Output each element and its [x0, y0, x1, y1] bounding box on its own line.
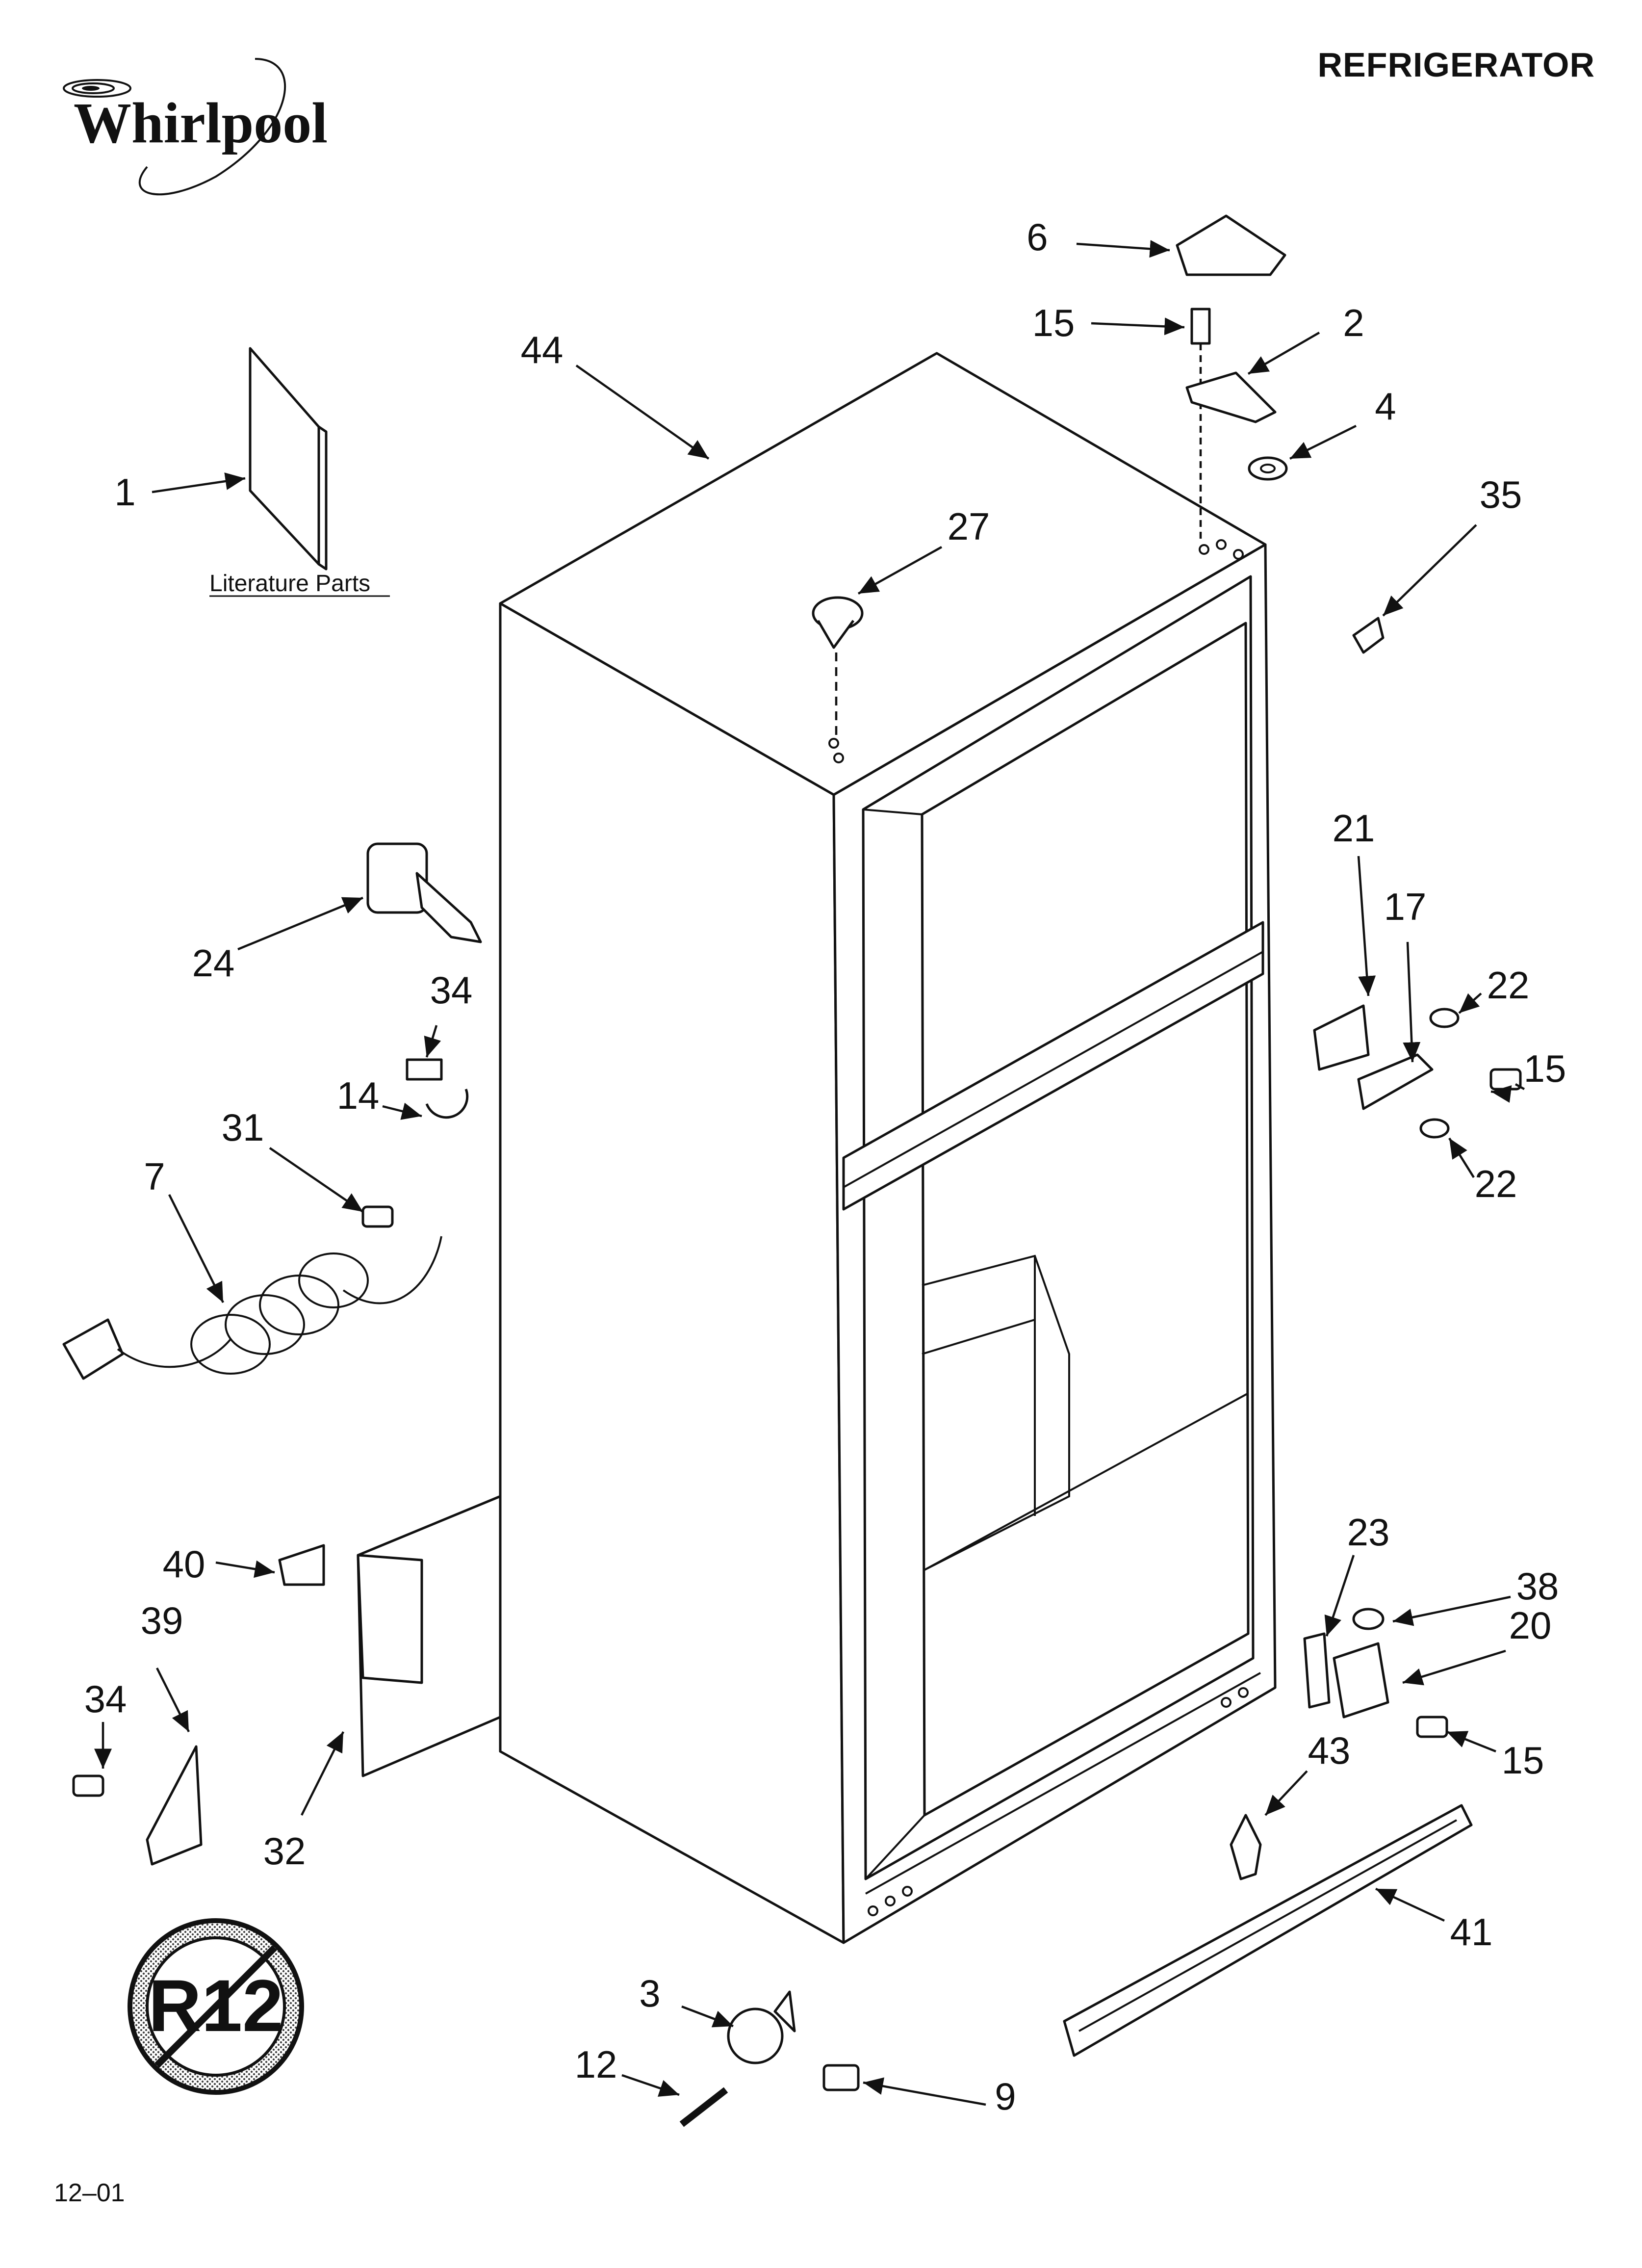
- callout-23: 23: [1347, 1511, 1390, 1554]
- callout-22-upper: 22: [1487, 964, 1530, 1007]
- bottom-hinge-screw: [1416, 1716, 1448, 1738]
- callout-14: 14: [337, 1074, 380, 1117]
- ground-screw: [361, 1205, 394, 1228]
- top-hinge: [1185, 371, 1277, 423]
- callout-38: 38: [1516, 1564, 1559, 1608]
- callout-9: 9: [995, 2075, 1016, 2118]
- whirlpool-logo: Whirlpool: [63, 58, 328, 196]
- callout-35: 35: [1480, 473, 1522, 516]
- top-hinge-screw: [1190, 308, 1211, 540]
- grille-clip: [1230, 1814, 1262, 1880]
- callout-17: 17: [1384, 885, 1427, 928]
- callout-34-lower: 34: [84, 1677, 127, 1721]
- callout-3: 3: [639, 1972, 660, 2015]
- side-screw: [72, 1774, 104, 1797]
- callout-40: 40: [163, 1542, 205, 1586]
- callout-39: 39: [141, 1599, 183, 1642]
- leader-lines: [94, 240, 1525, 2106]
- roller-screw: [822, 2064, 860, 2091]
- callout-15-bottom: 15: [1502, 1739, 1544, 1782]
- compressor-cover: [146, 1745, 203, 1866]
- callout-34-upper: 34: [430, 968, 473, 1012]
- callout-15-middle: 15: [1524, 1047, 1566, 1090]
- callout-7: 7: [144, 1155, 165, 1198]
- callout-21: 21: [1333, 807, 1375, 850]
- hinge-spacer: [1352, 1608, 1385, 1630]
- callout-32: 32: [263, 1829, 306, 1873]
- power-cord: [62, 1236, 442, 1380]
- callout-12: 12: [575, 2043, 617, 2086]
- callout-4: 4: [1375, 385, 1396, 428]
- callout-2: 2: [1343, 301, 1364, 344]
- callout-44: 44: [521, 328, 564, 371]
- callout-1: 1: [114, 470, 135, 514]
- revision-code: 12–01: [54, 2179, 125, 2207]
- middle-hinge-bracket: [1313, 1004, 1370, 1071]
- drain-tube: [366, 842, 482, 943]
- literature-parts-book: [249, 347, 328, 571]
- callout-43: 43: [1308, 1729, 1351, 1772]
- middle-hinge: [1357, 1053, 1434, 1110]
- callout-20: 20: [1509, 1604, 1552, 1647]
- axle-pin: [679, 2087, 728, 2127]
- callout-24: 24: [192, 941, 235, 985]
- page-title: REFRIGERATOR: [1317, 46, 1595, 84]
- cord-clamp: [406, 1058, 469, 1119]
- bottom-hinge: [1333, 1642, 1389, 1719]
- washer-upper: [1429, 1008, 1460, 1028]
- hinge-pin-cap: [1352, 617, 1385, 654]
- compressor-clamp: [278, 1544, 325, 1586]
- callout-6: 6: [1026, 215, 1048, 259]
- callout-27: 27: [948, 505, 990, 548]
- brand-wordmark: Whirlpool: [74, 91, 328, 155]
- hinge-cover: [1176, 214, 1286, 276]
- callout-31: 31: [222, 1106, 264, 1149]
- toe-grille: [1063, 1804, 1473, 2057]
- refrigerator-cabinet: [357, 352, 1277, 1944]
- callout-22-lower: 22: [1475, 1162, 1517, 1205]
- washer-lower: [1419, 1118, 1450, 1139]
- r12-free-badge: R12: [128, 1918, 304, 2095]
- hinge-washer: [1248, 456, 1288, 481]
- callout-numbers: 1 2 3 4 6 7 9 12 14 15 15 15 17 20 21 22…: [84, 215, 1566, 2118]
- callout-15-top: 15: [1032, 301, 1075, 344]
- callout-41: 41: [1450, 1910, 1493, 1954]
- bottom-hinge-bracket: [1303, 1632, 1331, 1709]
- middle-hinge-screw: [1489, 1068, 1522, 1091]
- rear-access-bracket: [357, 1554, 423, 1684]
- leveling-roller: [727, 1990, 796, 2064]
- plug-button: [812, 596, 864, 741]
- literature-label: Literature Parts: [209, 571, 370, 597]
